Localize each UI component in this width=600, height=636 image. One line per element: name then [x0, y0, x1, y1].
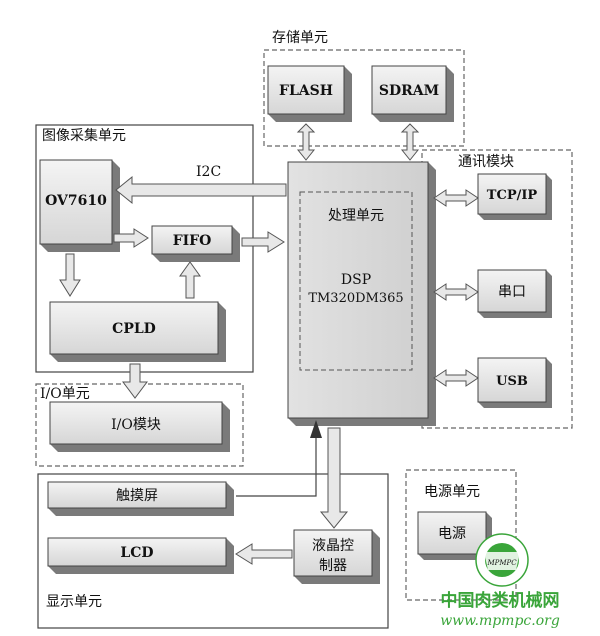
dsp-label: DSP	[341, 272, 371, 288]
ov7610-fifo-arrow	[113, 228, 149, 248]
watermark-cn: 中国肉类机械网	[441, 590, 560, 611]
power-label: 电源	[438, 526, 466, 542]
comm-module-label: 通讯模块	[458, 154, 514, 170]
lcd-block: LCD	[47, 537, 234, 574]
fifo-block: FIFO	[151, 225, 240, 262]
usb-label: USB	[496, 374, 528, 389]
ov7610-label: OV7610	[45, 193, 107, 209]
flash-block: FLASH	[267, 65, 352, 122]
dsp-serial-arrow	[433, 283, 479, 301]
dsp-tcpip-arrow	[433, 189, 479, 207]
tcpip-label: TCP/IP	[487, 188, 538, 203]
lcd-controller-block: 液晶控 制器	[293, 529, 380, 584]
sdram-dsp-arrow	[400, 123, 420, 161]
image-capture-label: 图像采集单元	[42, 127, 126, 144]
logo-text: MPMPC	[486, 559, 517, 567]
fifo-dsp-arrow	[241, 231, 285, 253]
watermark-url: www.mpmpc.org	[440, 613, 560, 629]
io-module-block: I/O模块	[49, 401, 230, 452]
io-unit-label: I/O单元	[40, 386, 90, 402]
display-unit-frame	[37, 473, 389, 629]
sdram-block: SDRAM	[371, 65, 454, 122]
storage-unit-frame	[263, 49, 465, 147]
mpmpc-logo: MPMPC	[475, 533, 529, 587]
flash-dsp-arrow	[296, 123, 316, 161]
display-unit-label: 显示单元	[46, 594, 102, 610]
processing-unit-label: 处理单元	[328, 208, 384, 224]
ov7610-block: OV7610	[39, 159, 120, 252]
i2c-label: I2C	[196, 164, 221, 180]
touch-dsp-line	[236, 436, 317, 497]
lcd-controller-label-1: 液晶控	[312, 538, 354, 554]
serial-block: 串口	[477, 269, 552, 318]
image-capture-frame	[35, 124, 254, 373]
flash-label: FLASH	[279, 83, 333, 99]
sdram-label: SDRAM	[379, 83, 439, 99]
touchscreen-label: 触摸屏	[116, 488, 158, 504]
cpld-io-arrow	[122, 363, 148, 399]
power-unit-label: 电源单元	[424, 484, 480, 500]
dsp-model-label: TM320DM365	[308, 291, 403, 306]
serial-label: 串口	[498, 284, 526, 300]
touch-dsp-arrowhead	[310, 420, 322, 438]
tcpip-block: TCP/IP	[477, 173, 552, 220]
io-module-label: I/O模块	[111, 417, 161, 433]
i2c-arrow	[115, 175, 287, 205]
storage-unit-label: 存储单元	[272, 30, 328, 46]
processing-unit-frame	[299, 191, 413, 371]
dsp-lcdctrl-arrow	[319, 427, 349, 529]
dsp-block: 处理单元 DSP TM320DM365	[287, 161, 436, 426]
lcd-label: LCD	[120, 545, 153, 561]
touchscreen-block: 触摸屏	[47, 481, 234, 516]
ov7610-cpld-arrow	[59, 253, 81, 297]
lcdctrl-lcd-arrow	[235, 543, 293, 565]
fifo-label: FIFO	[173, 233, 212, 249]
lcd-controller-label-2: 制器	[319, 558, 347, 574]
cpld-label: CPLD	[112, 321, 156, 337]
dsp-usb-arrow	[433, 369, 479, 387]
cpld-fifo-arrow	[179, 261, 201, 299]
cpld-block: CPLD	[49, 301, 226, 362]
io-unit-frame	[35, 383, 244, 467]
usb-block: USB	[477, 357, 552, 408]
